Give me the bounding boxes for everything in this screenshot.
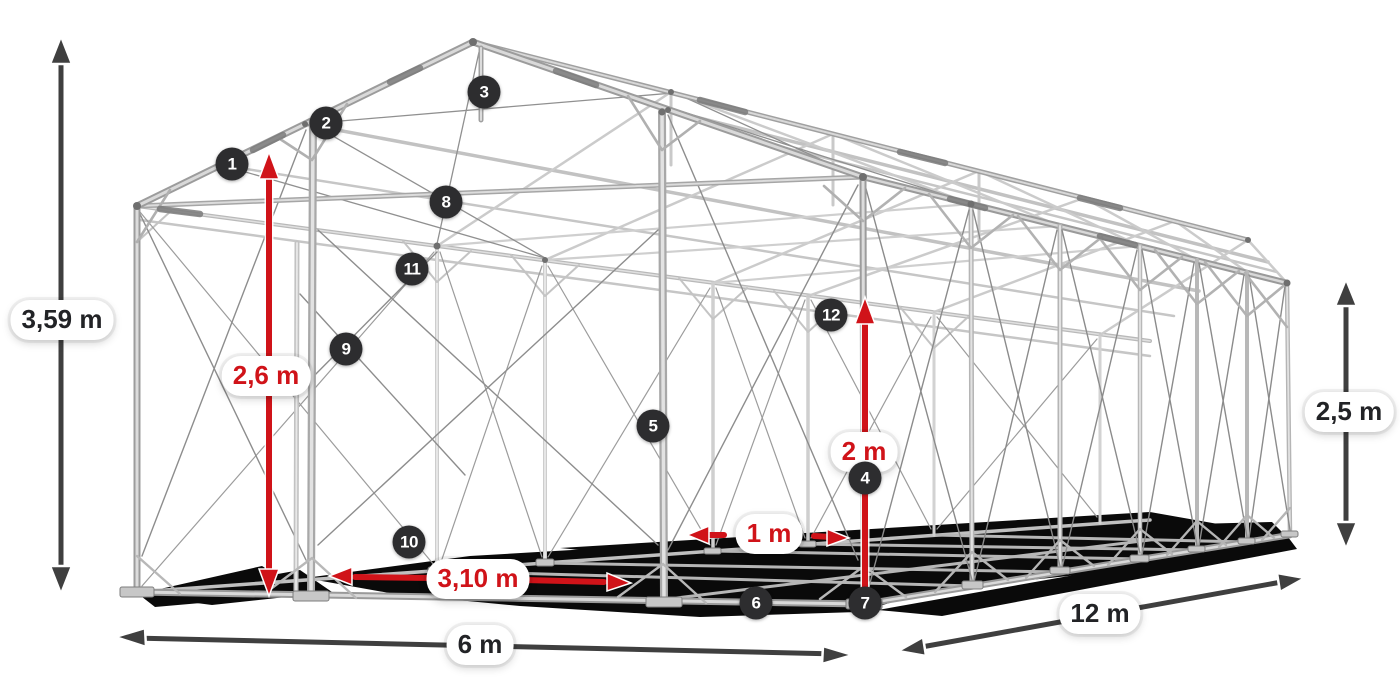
width-label: 6 m xyxy=(446,625,514,665)
length-label: 12 m xyxy=(1059,594,1141,634)
part-marker-8[interactable]: 8 xyxy=(429,185,463,219)
side-height-label: 2,5 m xyxy=(1304,392,1394,432)
part-marker-7[interactable]: 7 xyxy=(848,586,882,620)
entrance-height-label: 2,6 m xyxy=(221,356,311,396)
entrance-width-label: 3,10 m xyxy=(426,559,530,599)
part-marker-9[interactable]: 9 xyxy=(329,332,363,366)
spacing-arrow xyxy=(685,524,852,548)
total-height-label: 3,59 m xyxy=(10,300,114,340)
part-marker-12[interactable]: 12 xyxy=(814,298,848,332)
frame-spacing-label: 1 m xyxy=(735,514,803,554)
part-marker-10[interactable]: 10 xyxy=(392,525,426,559)
front-gable xyxy=(119,38,1291,610)
right-wall xyxy=(859,173,1299,599)
ground-shadow xyxy=(137,512,1297,617)
entrance-width-arrow xyxy=(326,565,634,593)
part-marker-5[interactable]: 5 xyxy=(636,409,670,443)
part-marker-2[interactable]: 2 xyxy=(309,106,343,140)
part-marker-11[interactable]: 11 xyxy=(395,252,429,286)
part-marker-4[interactable]: 4 xyxy=(848,461,882,495)
part-marker-6[interactable]: 6 xyxy=(739,586,773,620)
part-marker-3[interactable]: 3 xyxy=(467,75,501,109)
part-marker-1[interactable]: 1 xyxy=(215,147,249,181)
dimension-arrows xyxy=(48,32,1359,666)
